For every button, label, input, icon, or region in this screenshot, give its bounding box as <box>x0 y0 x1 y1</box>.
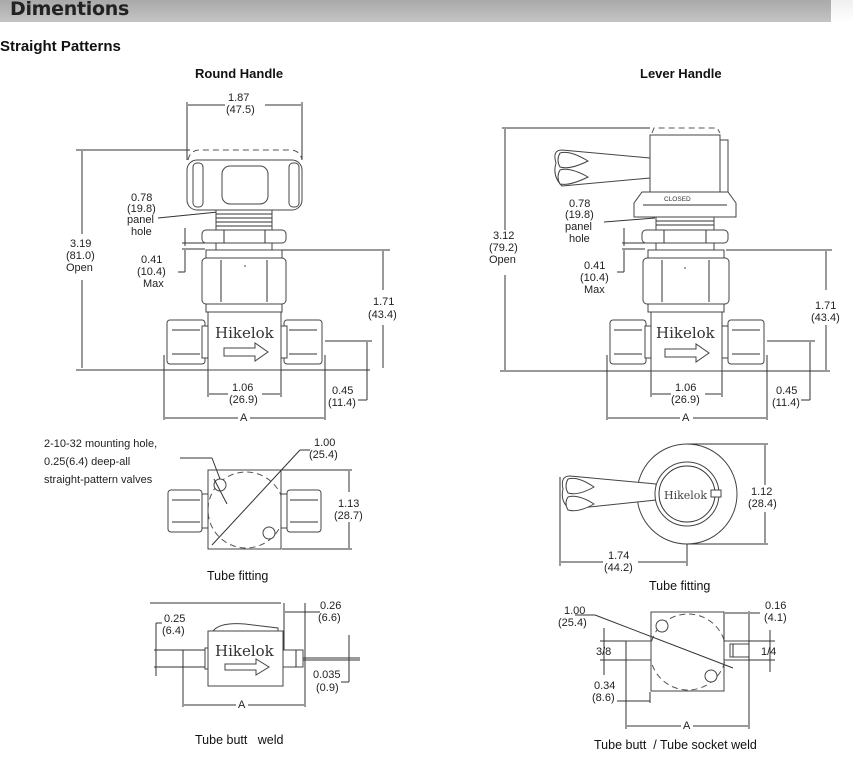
lever-dim-height-open-note: Open <box>489 254 516 266</box>
socket-dim-stub-in: 0.34 <box>594 680 616 692</box>
closed-marking: CLOSED <box>664 196 691 203</box>
svg-text:Hikelok: Hikelok <box>215 642 275 660</box>
dim-panel-hole-label1: panel <box>127 214 154 226</box>
lever-dim-diameter-mm: (28.4) <box>748 498 777 510</box>
caption-round-tube-fitting: Tube fitting <box>207 569 269 583</box>
socket-dim-overall-a: A <box>683 720 691 732</box>
header-fade <box>831 0 853 22</box>
lever-dim-centerline-mm: (11.4) <box>772 397 800 409</box>
dim-panel-hole-mm: (19.8) <box>127 203 156 215</box>
lever-arm <box>555 150 650 186</box>
socket-dim-stub-mm: (8.6) <box>592 692 615 704</box>
lever-dim-panel-thickness-note: Max <box>584 284 605 296</box>
dim-overall-a: A <box>240 412 248 424</box>
dim-stub-in: 0.26 <box>320 600 342 612</box>
svg-text:Hikelok: Hikelok <box>656 324 716 342</box>
dim-height-open-mm: (81.0) <box>66 250 95 262</box>
dim-hole-spacing-in: 1.00 <box>314 437 336 449</box>
lever-dim-body-height-in: 1.71 <box>815 300 837 312</box>
caption-tube-butt-weld: Tube butt weld <box>195 733 284 747</box>
dim-handle-width-mm: (47.5) <box>226 104 255 116</box>
lever-dim-height-open-mm: (79.2) <box>489 242 518 254</box>
socket-dim-depth-mm: (4.1) <box>764 612 787 624</box>
mounting-hole-note-3: straight-pattern valves <box>44 474 153 486</box>
lever-dim-body-width-in: 1.06 <box>675 382 697 394</box>
socket-dim-depth-in: 0.16 <box>765 600 787 612</box>
lever-handle-title: Lever Handle <box>640 66 722 81</box>
dim-wall-mm: (0.9) <box>316 682 339 694</box>
lever-dim-reach-in: 1.74 <box>608 550 630 562</box>
lever-dim-centerline-in: 0.45 <box>776 385 798 397</box>
page-title: Dimentions <box>10 0 129 20</box>
section-title: Straight Patterns <box>0 38 121 55</box>
dim-butt-overall-a: A <box>238 699 246 711</box>
dim-body-height-in: 1.71 <box>373 296 395 308</box>
round-handle-body: Hikelok <box>167 312 322 370</box>
lever-dim-diameter-in: 1.12 <box>751 486 773 498</box>
mounting-hole-note-2: 0.25(6.4) deep-all <box>44 456 131 468</box>
dim-height-open-note: Open <box>66 262 93 274</box>
dim-wall-in: 0.035 <box>313 669 341 681</box>
dim-body-height-mm: (43.4) <box>368 309 397 321</box>
lever-dim-panel-hole-label1: panel <box>565 221 592 233</box>
lever-dim-overall-a: A <box>682 412 690 424</box>
dim-centerline-mm: (11.4) <box>328 397 356 409</box>
lever-handle-body: Hikelok <box>610 312 764 371</box>
socket-dim-hole-spacing-in: 1.00 <box>564 605 586 617</box>
mounting-hole-note-1: 2-10-32 mounting hole, <box>44 438 158 450</box>
dim-height-open-in: 3.19 <box>70 238 92 250</box>
round-handle-knob <box>187 150 302 210</box>
socket-left-size: 3/8 <box>596 646 612 658</box>
dim-body-width-mm: (26.9) <box>229 394 258 406</box>
caption-lever-tube-fitting: Tube fitting <box>649 579 711 593</box>
lever-handle-head: CLOSED <box>634 128 736 217</box>
dim-depth-in: 1.13 <box>338 498 360 510</box>
dim-hole-spacing-mm: (25.4) <box>309 449 338 461</box>
dim-panel-thickness-mm: (10.4) <box>137 266 166 278</box>
dim-handle-width-in: 1.87 <box>228 92 250 104</box>
socket-right-size: 1/4 <box>761 646 777 658</box>
dim-depth-mm: (28.7) <box>334 510 363 522</box>
section-header-bar <box>0 0 831 22</box>
dim-tube-od-in: 0.25 <box>164 613 186 625</box>
lever-dim-reach-mm: (44.2) <box>604 562 633 574</box>
dim-panel-thickness-in: 0.41 <box>141 254 163 266</box>
round-handle-stem <box>202 210 286 312</box>
lever-handle-stem <box>642 217 729 312</box>
caption-tube-socket-weld: Tube butt / Tube socket weld <box>594 738 757 752</box>
lever-dim-panel-hole-mm: (19.8) <box>565 209 594 221</box>
socket-dim-hole-spacing-mm: (25.4) <box>558 617 587 629</box>
lever-dim-panel-thickness-mm: (10.4) <box>580 272 609 284</box>
dim-panel-hole-in: 0.78 <box>131 192 153 204</box>
dim-stub-mm: (6.6) <box>318 612 341 624</box>
brand-logo: Hikelok <box>215 324 275 342</box>
dim-centerline-in: 0.45 <box>332 385 354 397</box>
dim-body-width-in: 1.06 <box>232 382 254 394</box>
dim-panel-hole-label2: hole <box>131 226 152 238</box>
lever-dim-panel-hole-label2: hole <box>569 233 590 245</box>
dim-tube-od-mm: (6.4) <box>162 625 185 637</box>
lever-dim-panel-hole-in: 0.78 <box>569 198 591 210</box>
dim-panel-thickness-note: Max <box>143 278 164 290</box>
lever-dim-panel-thickness-in: 0.41 <box>584 260 606 272</box>
lever-dim-height-open-in: 3.12 <box>493 230 515 242</box>
round-handle-title: Round Handle <box>195 66 284 81</box>
lever-dim-body-width-mm: (26.9) <box>671 394 700 406</box>
svg-text:Hikelok: Hikelok <box>664 489 707 502</box>
lever-dim-body-height-mm: (43.4) <box>811 312 840 324</box>
